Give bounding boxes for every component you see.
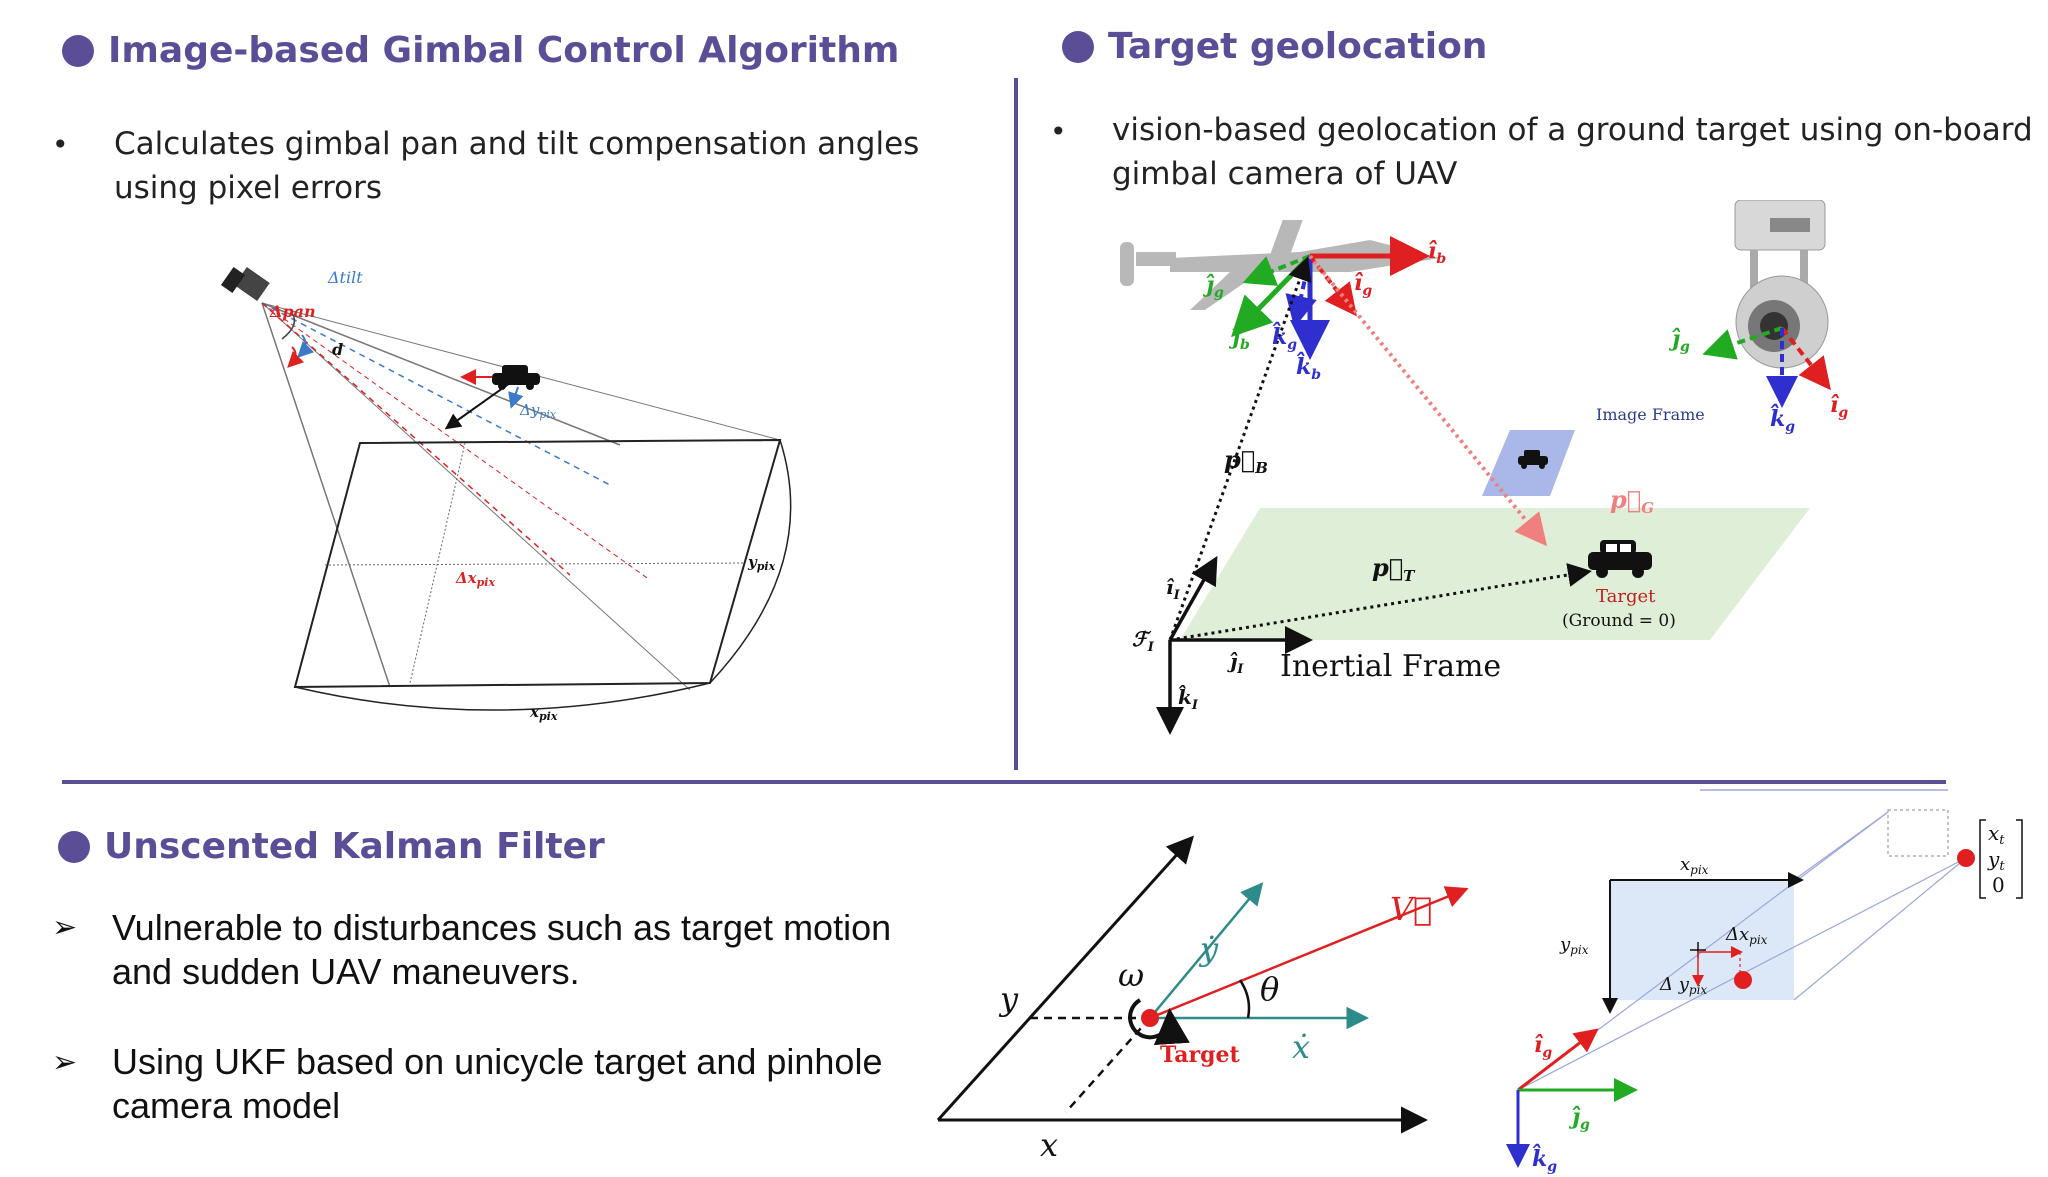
ukf-bullet-1: Vulnerable to disturbances such as targe…: [112, 906, 891, 994]
camera-icon: [220, 266, 270, 302]
dx-pix-label: Δxpix: [455, 569, 495, 589]
jg2-label: ĵg: [1668, 326, 1690, 355]
ukf-bullet-2-line-1: Using UKF based on unicycle target and p…: [112, 1041, 883, 1082]
pT-label: p⃗T: [1372, 553, 1416, 585]
geolocation-diagram: îb ĵg îg ĵb k̂g k̂b Image Frame p⃗B p⃗G …: [1120, 200, 1848, 735]
kg2-label: k̂g: [1770, 404, 1795, 435]
dy-pix-label: Δ ypix: [1659, 974, 1707, 997]
ukf-bullet-1-line-1: Vulnerable to disturbances such as targe…: [112, 907, 892, 948]
pG-label: p⃗G: [1610, 485, 1654, 517]
geo-bullet: vision-based geolocation of a ground tar…: [1112, 108, 2033, 196]
ig-label: îg: [1534, 1032, 1552, 1061]
jb-label: ĵb: [1228, 324, 1250, 353]
arrow-bullet-icon: ➢: [52, 1045, 78, 1080]
geo-title-text: Target geolocation: [1108, 26, 1488, 67]
omega-label: ω: [1118, 956, 1144, 994]
xdot-label: ẋ: [1292, 1028, 1310, 1066]
ground-plane: [1180, 508, 1810, 640]
gimbal-bullet-line-1: Calculates gimbal pan and tilt compensat…: [114, 126, 920, 162]
section-title-geolocation: Target geolocation: [1062, 26, 1487, 67]
x-axis-label: x: [1040, 1126, 1058, 1160]
geo-bullet-line-2: gimbal camera of UAV: [1112, 156, 1458, 192]
matrix-x: xt: [1988, 821, 2005, 848]
matrix-z: 0: [1992, 873, 2005, 897]
arrow-bullet-icon: ➢: [52, 910, 78, 945]
gimbal-camera-icon: [1734, 200, 1829, 369]
car-icon: [1518, 450, 1548, 469]
bullet-dot-icon: [62, 34, 94, 67]
FI-label: ℱI: [1132, 627, 1155, 655]
bullet-mark: •: [52, 128, 69, 161]
vertical-divider: [1014, 78, 1018, 770]
velocity-label: V⃗: [1390, 890, 1432, 928]
y-pix-label: ypix: [747, 553, 776, 573]
bullet-mark: •: [1050, 115, 1067, 148]
jI-label: ĵI: [1227, 649, 1244, 677]
jg-label: ĵg: [1202, 272, 1224, 301]
jg-label: ĵg: [1568, 1104, 1590, 1133]
image-frame-label: Image Frame: [1596, 405, 1705, 424]
pan-label: Δpan: [269, 302, 316, 321]
ig-label: îg: [1354, 270, 1372, 299]
dx-pix-label: Δxpix: [1725, 924, 1768, 947]
y-axis-label: y: [998, 980, 1019, 1018]
target-label: Target: [1596, 586, 1656, 607]
kb-label: k̂b: [1296, 352, 1321, 383]
ig2-label: îg: [1830, 392, 1848, 421]
gimbal-title-text: Image-based Gimbal Control Algorithm: [108, 30, 900, 71]
bullet-dot-icon: [1062, 30, 1094, 63]
target-label: Target: [1160, 1042, 1240, 1068]
target-car-icon: [1588, 540, 1652, 578]
theta-label: θ: [1260, 970, 1279, 1008]
y-pix-label: ypix: [1559, 934, 1589, 957]
kI-label: k̂I: [1178, 683, 1199, 713]
gimbal-diagram: fov Δtilt Δpan d Δypix Δxpix ypix xpix: [220, 266, 792, 723]
iI-label: îI: [1166, 575, 1181, 603]
car-icon: [492, 365, 540, 390]
ukf-bullet-2-line-2: camera model: [112, 1085, 341, 1126]
ground-label: (Ground = 0): [1562, 611, 1676, 631]
pB-label: p⃗B: [1224, 445, 1268, 477]
kg-label: k̂g: [1532, 1144, 1557, 1175]
kg-label: k̂g: [1272, 322, 1297, 353]
ukf-title-text: Unscented Kalman Filter: [104, 826, 605, 867]
target-world-point: [1957, 849, 1975, 867]
x-pix-label: xpix: [1680, 854, 1709, 877]
d-label: d: [332, 340, 343, 359]
ib-label: îb: [1428, 238, 1446, 267]
horizontal-divider: [62, 780, 1946, 784]
ydot-label: ẏ: [1198, 930, 1219, 968]
target-projection-point: [1734, 971, 1752, 989]
geo-bullet-line-1: vision-based geolocation of a ground tar…: [1112, 112, 2033, 148]
gimbal-bullet: Calculates gimbal pan and tilt compensat…: [114, 122, 919, 210]
target-point: [1141, 1009, 1159, 1027]
x-pix-label: xpix: [529, 703, 558, 723]
unicycle-diagram: ẏ V⃗ ω θ y x ẋ Target: [936, 835, 1469, 1160]
ukf-bullet-2: Using UKF based on unicycle target and p…: [112, 1040, 882, 1128]
bullet-dot-icon: [58, 830, 90, 863]
inertial-frame-label: Inertial Frame: [1280, 649, 1501, 684]
ukf-bullet-1-line-2: and sudden UAV maneuvers.: [112, 951, 580, 992]
matrix-y: yt: [1987, 847, 2005, 874]
target-coordinate-matrix: xt yt 0: [1979, 819, 2023, 899]
uav-icon: [1120, 220, 1440, 310]
section-title-ukf: Unscented Kalman Filter: [58, 826, 605, 867]
dy-pix-label: Δypix: [519, 401, 557, 421]
pinhole-diagram: xt yt 0 xpix ypix Δxpix Δ ypix îg ĵg k̂g: [1506, 789, 2023, 1175]
gimbal-bullet-line-2: using pixel errors: [114, 170, 383, 206]
tilt-label: Δtilt: [327, 268, 363, 287]
section-title-gimbal: Image-based Gimbal Control Algorithm: [62, 30, 899, 71]
